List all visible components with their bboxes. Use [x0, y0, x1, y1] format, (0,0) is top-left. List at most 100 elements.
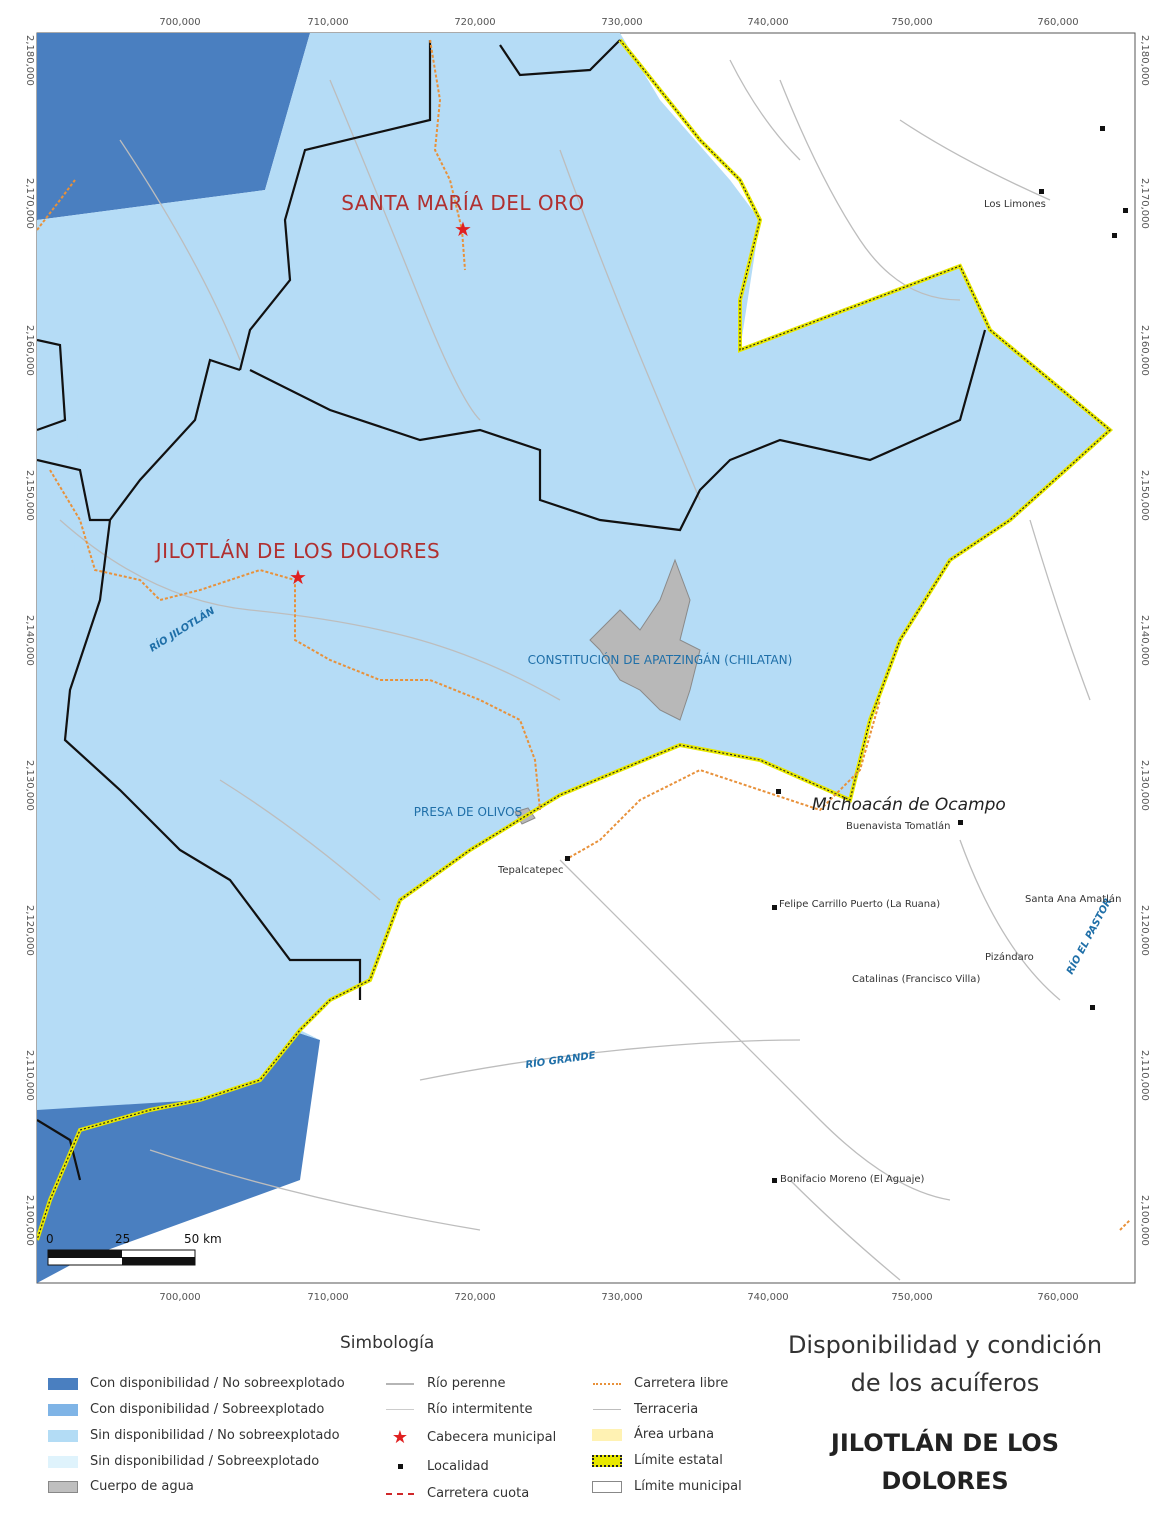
- state-boundary-dots: [37, 39, 1111, 1241]
- map-title: Disponibilidad y condición de los acuífe…: [740, 1326, 1150, 1402]
- x-tick-top: 720,000: [454, 17, 495, 28]
- scale-label: 50 km: [184, 1232, 222, 1246]
- x-tick-top: 730,000: [601, 17, 642, 28]
- y-axis-left: 2,180,000 2,170,000 2,160,000 2,150,000 …: [24, 35, 35, 1246]
- legend-item-terraceria: Terraceria: [592, 1402, 698, 1417]
- municipality-title-line1: JILOTLÁN DE LOS: [830, 1429, 1060, 1457]
- legend-symbol: [385, 1403, 415, 1417]
- legend-item-carretera-libre: Carretera libre: [592, 1376, 728, 1391]
- x-tick-top: 750,000: [891, 17, 932, 28]
- locality-label: Santa Ana Amatlán: [1025, 893, 1121, 905]
- legend-swatch: [592, 1480, 622, 1493]
- legend-item-rio-perenne: Río perenne: [385, 1376, 506, 1391]
- legend-item-con-disp-no-sobre: Con disponibilidad / No sobreexplotado: [48, 1376, 345, 1391]
- legend-item-con-disp-sobre: Con disponibilidad / Sobreexplotado: [48, 1402, 324, 1417]
- x-tick-bottom: 720,000: [454, 1292, 495, 1303]
- x-tick-top: 700,000: [159, 17, 200, 28]
- y-tick-left: 2,170,000: [24, 178, 35, 229]
- x-tick-top: 760,000: [1037, 17, 1078, 28]
- locality-marker: [1039, 189, 1044, 194]
- map-canvas[interactable]: 700,000 710,000 720,000 730,000 740,000 …: [0, 0, 1158, 1310]
- square-icon: [385, 1460, 415, 1474]
- reservoir-chilatan-shape: [589, 558, 701, 721]
- legend-symbol: [592, 1403, 622, 1417]
- legend-swatch: [48, 1429, 78, 1442]
- locality-label: Bonifacio Moreno (El Aguaje): [780, 1174, 925, 1185]
- legend-symbol: [385, 1377, 415, 1391]
- y-tick-left: 2,100,000: [24, 1195, 35, 1246]
- locality-label: Catalinas (Francisco Villa): [852, 974, 980, 985]
- locality-label: Tepalcatepec: [497, 865, 564, 876]
- y-tick-right: 2,160,000: [1139, 325, 1150, 376]
- cabecera-star-icon[interactable]: ★: [454, 217, 472, 241]
- locality-marker: [565, 856, 570, 861]
- y-tick-left: 2,110,000: [24, 1050, 35, 1101]
- locality-label: Buenavista Tomatlán: [846, 820, 951, 832]
- scale-label: 25: [115, 1232, 130, 1246]
- legend-item-cabecera: ★ Cabecera municipal: [385, 1427, 556, 1448]
- x-axis-bottom: 700,000 710,000 720,000 730,000 740,000 …: [159, 1292, 1078, 1303]
- y-tick-left: 2,160,000: [24, 325, 35, 376]
- label-jilotlan-de-los-dolores: JILOTLÁN DE LOS DOLORES: [154, 539, 440, 563]
- legend-item-rio-intermitente: Río intermitente: [385, 1402, 533, 1417]
- municipality-title-line2: DOLORES: [881, 1467, 1009, 1495]
- locality-marker: [772, 905, 777, 910]
- legend-symbol: [592, 1377, 622, 1391]
- y-tick-left: 2,140,000: [24, 615, 35, 666]
- locality-marker: [776, 789, 781, 794]
- map-title-line2: de los acuíferos: [850, 1369, 1040, 1397]
- label-chilatan: CONSTITUCIÓN DE APATZINGÁN (CHILATAN): [528, 652, 793, 667]
- x-tick-top: 740,000: [747, 17, 788, 28]
- y-axis-right: 2,180,000 2,170,000 2,160,000 2,150,000 …: [1139, 35, 1150, 1246]
- locality-marker: [1112, 233, 1117, 238]
- legend-item-sin-disp-sobre: Sin disponibilidad / Sobreexplotado: [48, 1454, 319, 1469]
- y-tick-right: 2,130,000: [1139, 760, 1150, 811]
- legend-swatch: [48, 1377, 78, 1390]
- locality-marker: [1090, 1005, 1095, 1010]
- legend-swatch: [48, 1480, 78, 1493]
- rivers-layer: [59, 59, 1091, 1281]
- municipal-boundaries: [37, 39, 987, 1181]
- locality-marker: [1100, 126, 1105, 131]
- legend-title: Simbología: [340, 1333, 435, 1353]
- label-santa-maria-del-oro: SANTA MARÍA DEL ORO: [341, 191, 585, 215]
- cabecera-star-icon[interactable]: ★: [289, 565, 307, 589]
- legend-item-carretera-cuota: Carretera cuota: [385, 1486, 529, 1501]
- legend-item-limite-municipal: Límite municipal: [592, 1479, 742, 1494]
- legend-symbol: [385, 1487, 415, 1501]
- locality-label: Pizándaro: [985, 951, 1034, 963]
- y-tick-left: 2,120,000: [24, 905, 35, 956]
- localities-layer: Los Limones Tepalcatepec Buenavista Toma…: [497, 126, 1128, 1185]
- label-presa-olivos: PRESA DE OLIVOS: [414, 805, 522, 819]
- y-tick-left: 2,130,000: [24, 760, 35, 811]
- y-tick-right: 2,150,000: [1139, 470, 1150, 521]
- aquifer-light-sw: [37, 240, 320, 1040]
- legend-swatch: [48, 1455, 78, 1468]
- locality-marker: [1123, 208, 1128, 213]
- x-axis-top: 700,000 710,000 720,000 730,000 740,000 …: [159, 17, 1078, 28]
- legend-swatch: [592, 1428, 622, 1441]
- scale-bar: 0 25 50 km: [46, 1232, 222, 1266]
- legend-item-cuerpo-agua: Cuerpo de agua: [48, 1479, 194, 1494]
- y-tick-right: 2,170,000: [1139, 178, 1150, 229]
- y-tick-right: 2,120,000: [1139, 905, 1150, 956]
- x-tick-bottom: 740,000: [747, 1292, 788, 1303]
- x-tick-bottom: 750,000: [891, 1292, 932, 1303]
- legend-item-limite-estatal: Límite estatal: [592, 1453, 723, 1468]
- y-tick-right: 2,100,000: [1139, 1195, 1150, 1246]
- x-tick-bottom: 700,000: [159, 1292, 200, 1303]
- y-tick-left: 2,150,000: [24, 470, 35, 521]
- legend-item-sin-disp-no-sobre: Sin disponibilidad / No sobreexplotado: [48, 1428, 340, 1443]
- locality-marker: [958, 820, 963, 825]
- legend-item-localidad: Localidad: [385, 1459, 489, 1474]
- legend-item-area-urbana: Área urbana: [592, 1427, 714, 1442]
- map-title-line1: Disponibilidad y condición: [787, 1331, 1103, 1359]
- x-tick-bottom: 760,000: [1037, 1292, 1078, 1303]
- y-tick-right: 2,140,000: [1139, 615, 1150, 666]
- locality-label: Felipe Carrillo Puerto (La Ruana): [779, 899, 940, 910]
- aquifer-light-main: [37, 33, 1110, 1110]
- municipality-title: JILOTLÁN DE LOS DOLORES: [780, 1424, 1110, 1500]
- scale-label: 0: [46, 1232, 54, 1246]
- y-tick-right: 2,110,000: [1139, 1050, 1150, 1101]
